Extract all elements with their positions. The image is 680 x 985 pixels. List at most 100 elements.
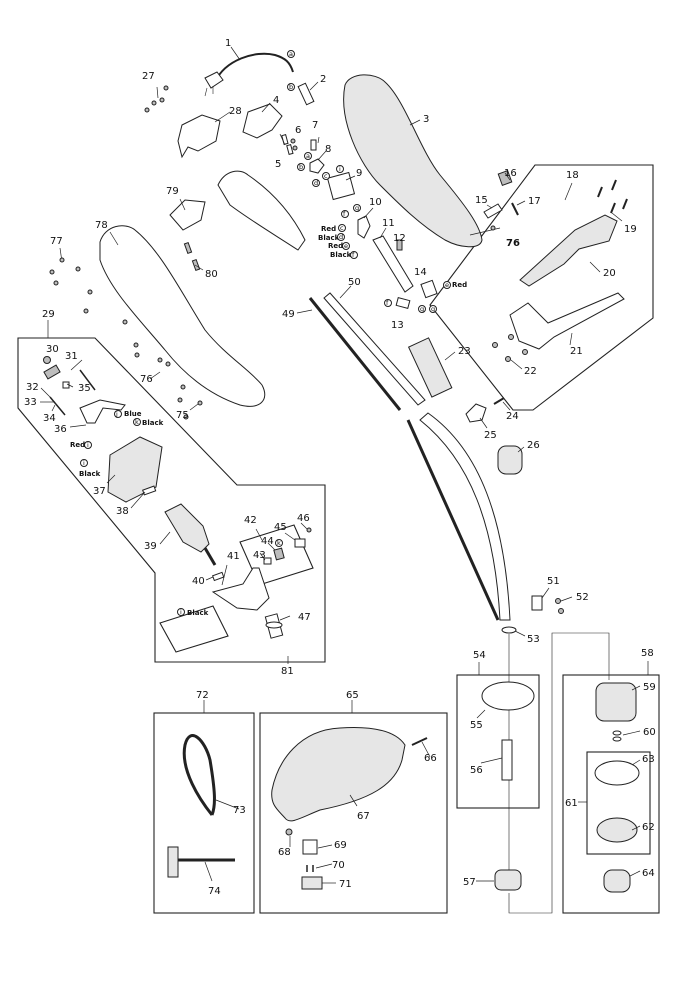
protector-guard [271,727,406,822]
callout-22: 22 [524,366,537,377]
callout-29: 29 [42,309,55,320]
callout-80: 80 [205,269,218,280]
callout-52: 52 [576,592,589,603]
wire-label-red-i: Red [70,441,85,449]
callout-21: 21 [570,346,583,357]
callout-67: 67 [357,811,370,822]
callout-24: 24 [506,411,519,422]
motor-bracket [211,567,270,611]
sleeve [297,82,315,106]
switch-lever [372,235,414,293]
wire-label-black-brush: Black [187,609,209,617]
callout-16: 16 [504,168,517,179]
front-grip [407,337,453,398]
callout-78: 78 [95,220,108,231]
callout-26: 26 [527,440,540,451]
svg-text:e: e [445,281,449,289]
callout-59: 59 [643,682,656,693]
callout-79: 79 [166,186,179,197]
callout-39: 39 [144,541,157,552]
callout-66: 66 [424,753,437,764]
callout-76-upper: 76 [506,238,520,249]
callout-34: 34 [43,413,56,424]
drive-shaft [308,297,402,411]
callout-69: 69 [334,840,347,851]
callout-55: 55 [470,720,483,731]
callout-72: 72 [196,690,209,701]
cord-guard [242,103,283,139]
callout-51: 51 [547,576,560,587]
svg-text:k: k [135,418,139,426]
callout-35: 35 [78,383,91,394]
protector-disc [481,681,535,711]
shoulder-strap [182,734,216,816]
svg-text:b: b [299,163,303,171]
callout-19: 19 [624,224,637,235]
callout-64: 64 [642,868,655,879]
callout-46: 46 [297,513,310,524]
spool [596,817,638,843]
callout-20: 20 [603,268,616,279]
callout-53: 53 [527,634,540,645]
callout-32: 32 [26,382,39,393]
callout-38: 38 [116,506,129,517]
wire-label-black-f: Black [330,251,352,259]
handle-upper [519,214,618,287]
callout-11: 11 [382,218,395,229]
svg-text:g: g [431,305,435,313]
callout-28: 28 [229,106,242,117]
callout-33: 33 [24,397,37,408]
cord-clamp [177,114,221,159]
guard-assembly-frame [259,712,448,914]
wire-label-black-d: Black [318,234,340,242]
wire-label-black-k: Black [142,419,164,427]
spool-subassembly-frame [586,751,651,855]
callout-71: 71 [339,879,352,890]
svg-text:e: e [344,242,348,250]
screws [49,85,496,420]
callout-7: 7 [312,120,318,131]
callout-9: 9 [356,168,362,179]
spool-cover [595,682,637,722]
switch [326,171,356,201]
callout-37: 37 [93,486,106,497]
svg-text:j: j [115,410,118,418]
callout-61: 61 [565,798,578,809]
svg-text:b: b [289,83,293,91]
svg-text:f: f [343,210,346,218]
spool-assembly-frame [562,674,660,914]
callout-labels: 1 2 3 4 5 6 7 8 9 10 11 12 13 14 15 16 1… [24,38,656,897]
callout-63: 63 [642,754,655,765]
svg-text:d: d [339,233,343,241]
svg-text:f: f [386,299,389,307]
callout-17: 17 [528,196,541,207]
svg-text:k: k [277,539,281,547]
callout-8: 8 [325,144,331,155]
callout-27: 27 [142,71,155,82]
callout-49: 49 [282,309,295,320]
main-housing [343,74,483,248]
callout-4: 4 [273,95,279,106]
callout-25: 25 [484,430,497,441]
callout-56: 56 [470,765,483,776]
callout-62: 62 [642,822,655,833]
callout-77: 77 [50,236,63,247]
wire-label-red-14: Red [452,281,467,289]
motor-assembly-frame [17,337,326,663]
callout-57: 57 [463,877,476,888]
pipe [323,292,426,406]
callout-12: 12 [393,233,406,244]
field-coil [107,436,163,503]
bumper [497,445,523,475]
svg-text:f: f [352,251,355,259]
armature [164,503,210,553]
svg-text:i: i [83,459,85,467]
callout-54: 54 [473,650,486,661]
callout-81: 81 [281,666,294,677]
callout-65: 65 [346,690,359,701]
callout-40: 40 [192,576,205,587]
callout-73: 73 [233,805,246,816]
handle-lower [509,292,625,350]
callout-5: 5 [275,159,281,170]
